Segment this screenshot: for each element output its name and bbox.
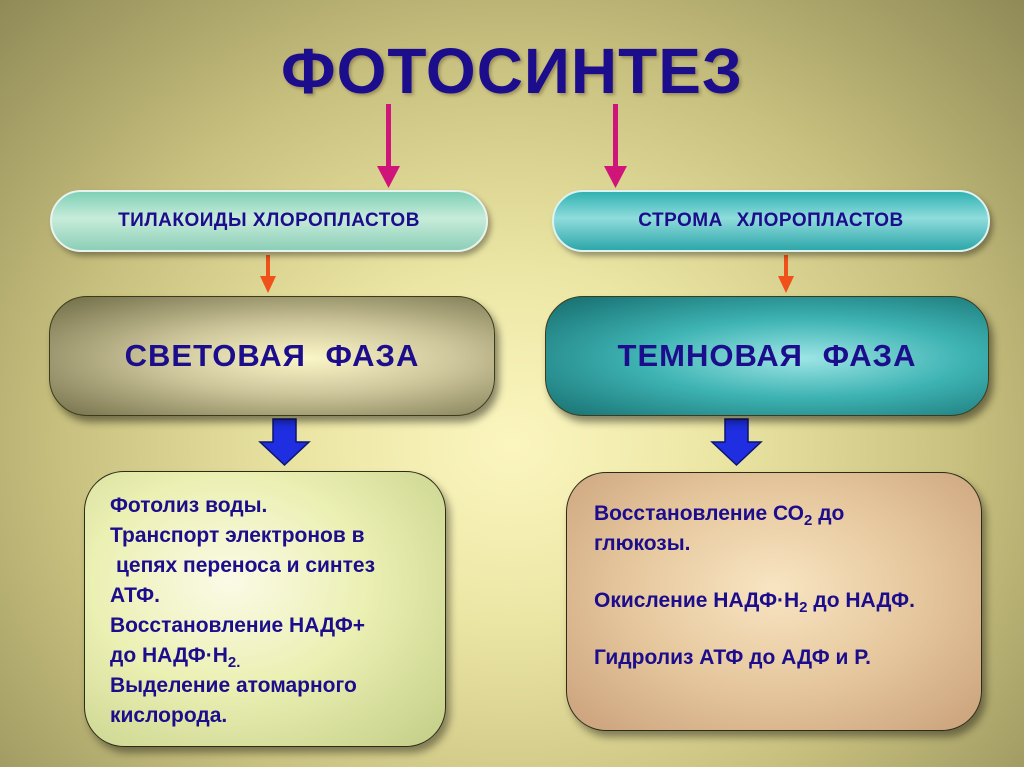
blue-arrow-right [710, 418, 763, 467]
process-line: кислорода. [110, 704, 228, 727]
subscript: 2 [799, 599, 808, 616]
process-text: Окисление НАДФ·Н [594, 589, 800, 612]
pink-arrow-right [604, 104, 627, 188]
orange-arrow-left [260, 255, 276, 293]
location-stroma: СТРОМА ХЛОРОПЛАСТОВ [552, 190, 990, 252]
process-line: Восстановление НАДФ+ [110, 614, 366, 637]
dark-phase-processes: Восстановление СО2 до глюкозы. Окисление… [566, 472, 982, 731]
process-line: глюкозы. [594, 532, 691, 555]
process-line: Восстановление СО2 до [594, 499, 971, 529]
process-line: Фотолиз воды. [110, 494, 268, 517]
process-line: Выделение атомарного [110, 674, 357, 697]
pink-arrow-left [377, 104, 400, 188]
orange-arrow-right [778, 255, 794, 293]
process-text: до НАДФ·Н [110, 644, 228, 667]
blue-arrow-left [258, 418, 311, 467]
location-thylakoids: ТИЛАКОИДЫ ХЛОРОПЛАСТОВ [50, 190, 488, 252]
process-line: АТФ. [110, 584, 160, 607]
process-text: до [818, 502, 845, 525]
process-line: цепях переноса и синтез [116, 554, 376, 577]
process-line: Гидролиз АТФ до АДФ и Р. [594, 646, 871, 669]
light-phase-box: СВЕТОВАЯ ФАЗА [49, 296, 495, 416]
subscript: 2 [804, 512, 813, 529]
spacer [594, 616, 971, 643]
process-line: до НАДФ·Н2. [110, 641, 435, 671]
light-phase-processes: Фотолиз воды. Транспорт электронов в цеп… [84, 471, 446, 747]
process-line: Окисление НАДФ·Н2 до НАДФ. [594, 586, 971, 616]
process-text: до НАДФ. [813, 589, 915, 612]
diagram-title: ФОТОСИНТЕЗ [281, 35, 743, 107]
process-line: Транспорт электронов в [110, 524, 365, 547]
process-text: Восстановление СО [594, 502, 805, 525]
subscript: 2. [227, 654, 241, 671]
spacer [594, 559, 971, 586]
dark-phase-box: ТЕМНОВАЯ ФАЗА [545, 296, 989, 416]
